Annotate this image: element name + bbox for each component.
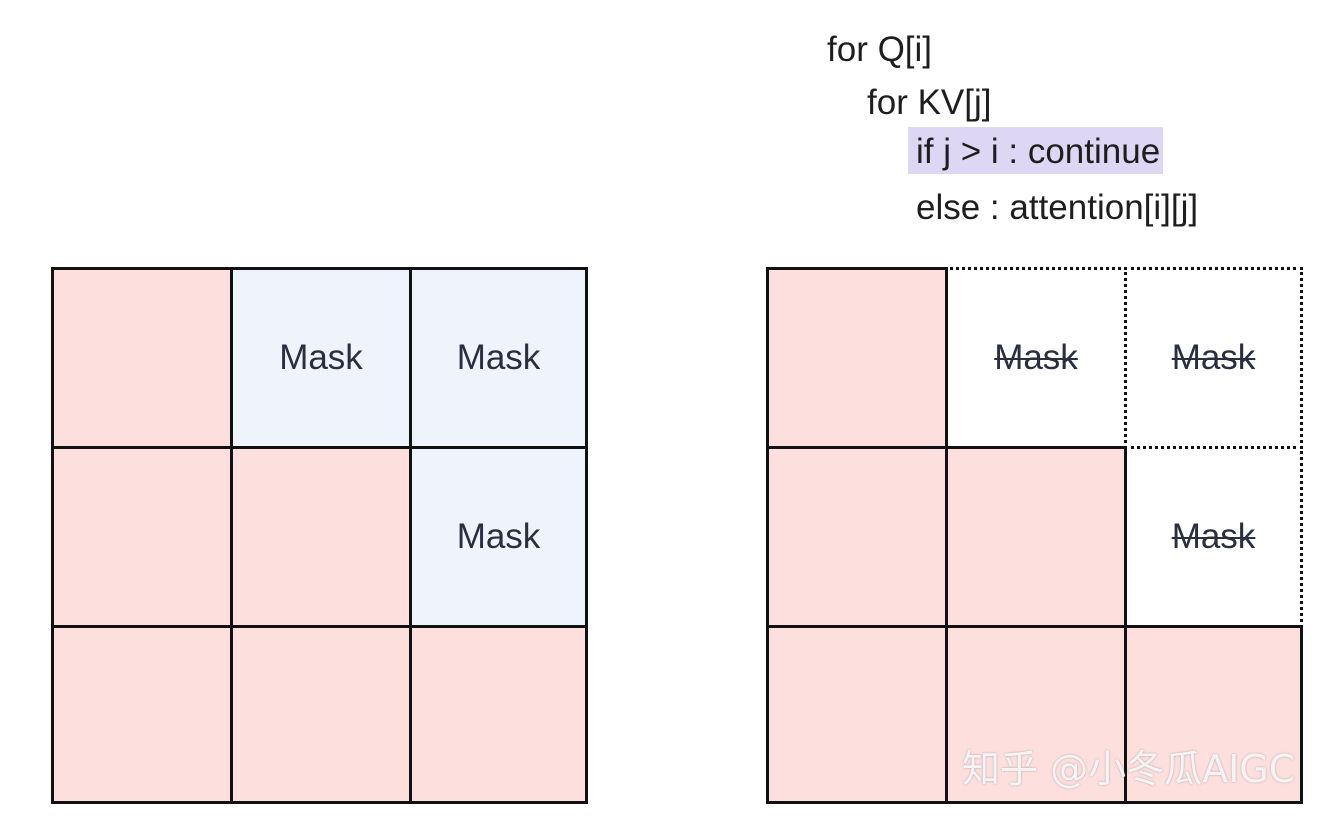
- code-line-outer-loop: for Q[i]: [827, 30, 933, 69]
- cell-0-0: [766, 267, 948, 449]
- cell-2-0: [766, 625, 948, 804]
- cell-0-0: [51, 267, 233, 449]
- struck-mask-label: Mask: [994, 338, 1078, 377]
- cell-2-2: [1124, 625, 1303, 804]
- watermark: 知乎 @小冬瓜AIGC: [962, 747, 1296, 791]
- mask-label: Mask: [456, 517, 541, 556]
- cell-2-1: [230, 625, 412, 804]
- skipped-cell-1-2: Mask: [1124, 446, 1303, 628]
- skipped-cell-0-2: Mask: [1124, 267, 1303, 449]
- mask-label: Mask: [456, 338, 541, 377]
- cell-0-1: Mask: [230, 267, 412, 449]
- cell-0-2: Mask: [409, 267, 588, 449]
- cell-1-1: [945, 446, 1127, 628]
- code-line-attention: else : attention[i][j]: [916, 188, 1199, 227]
- skipped-mask-grid: Mask Mask Mask: [766, 267, 1303, 804]
- cell-2-2: [409, 625, 588, 804]
- struck-mask-label: Mask: [1171, 517, 1256, 556]
- cell-2-1: [945, 625, 1127, 804]
- cell-2-0: [51, 625, 233, 804]
- cell-1-1: [230, 446, 412, 628]
- struck-mask-label: Mask: [1171, 338, 1256, 377]
- mask-label: Mask: [279, 338, 363, 377]
- causal-mask-grid: Mask Mask Mask: [51, 267, 588, 804]
- code-line-inner-loop: for KV[j]: [867, 83, 992, 122]
- cell-1-0: [51, 446, 233, 628]
- cell-1-2: Mask: [409, 446, 588, 628]
- code-line-skip-condition: if j > i : continue: [908, 127, 1164, 174]
- skipped-cell-0-1: Mask: [945, 267, 1127, 449]
- cell-1-0: [766, 446, 948, 628]
